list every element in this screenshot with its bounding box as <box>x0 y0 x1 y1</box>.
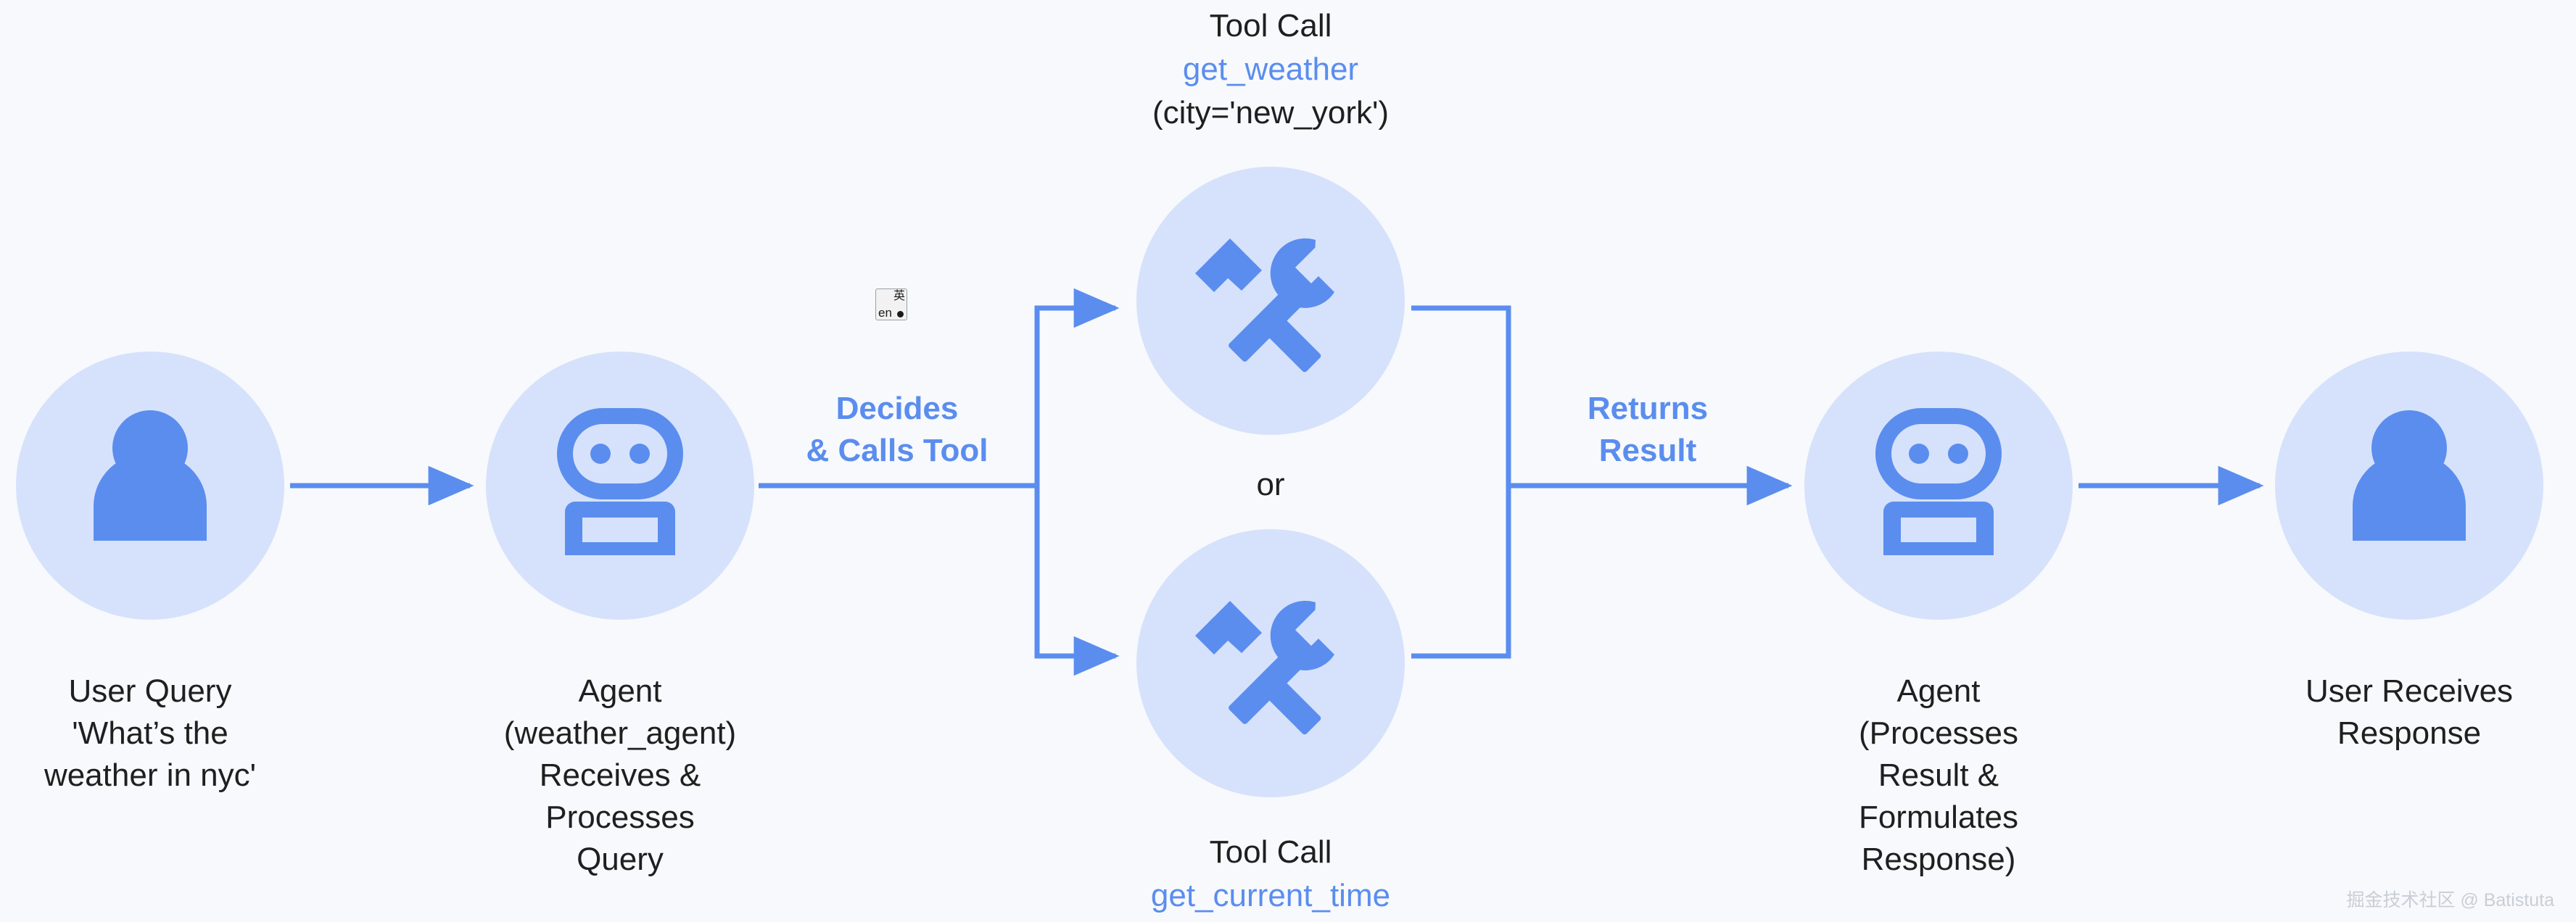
edge-label-returns: Returns <box>1588 391 1708 426</box>
label-agent-in-line-1: Agent <box>579 673 662 709</box>
tool-top-arguments: (city='new_york') <box>1152 95 1389 130</box>
node-circle-tool-top <box>1136 167 1405 435</box>
label-user-response-line-1: User Receives <box>2305 673 2513 709</box>
label-user-response-line-2: Response <box>2337 715 2481 751</box>
watermark: 掘金技术社区 @ Batistuta <box>2346 890 2554 910</box>
label-agent-in-line-3: Receives & <box>540 757 701 793</box>
connector-branch-to-tool-bottom <box>1034 486 1120 676</box>
edge-label-decides: Decides <box>836 391 959 426</box>
branch-separator-label: or <box>1256 467 1284 502</box>
label-agent-in-line-2: (weather_agent) <box>504 715 736 751</box>
edge-label-result: Result <box>1599 433 1697 468</box>
tool-bottom-function-name: get_current_time <box>1151 878 1390 913</box>
label-user-query-line-2: 'What’s the <box>72 715 228 751</box>
ime-badge-dot-icon <box>897 311 904 317</box>
label-agent-out-line-5: Response) <box>1862 842 2016 877</box>
ime-language-badge-icon[interactable]: 英 en <box>875 288 907 320</box>
ime-badge-latin-label: en <box>878 306 892 320</box>
connector-branch-to-tool-top <box>1034 288 1120 486</box>
label-user-query-line-3: weather in nyc' <box>44 757 256 793</box>
tool-top-function-name: get_weather <box>1183 51 1358 87</box>
label-agent-out-line-1: Agent <box>1897 673 1981 709</box>
tool-top-title: Tool Call <box>1210 8 1332 43</box>
connector-tool-bottom-to-merge <box>1411 486 1511 659</box>
label-user-query-line-1: User Query <box>69 673 232 709</box>
label-agent-out-line-2: (Processes <box>1859 715 2018 751</box>
label-agent-in-line-4: Processes <box>545 800 694 835</box>
edge-label-calls-tool: & Calls Tool <box>806 433 988 468</box>
label-agent-out-line-3: Result & <box>1878 757 1999 793</box>
node-circle-tool-bottom <box>1136 529 1405 797</box>
ime-badge-cjk-label: 英 <box>893 288 905 302</box>
label-agent-in-line-5: Query <box>577 842 664 877</box>
label-agent-out-line-4: Formulates <box>1859 800 2018 835</box>
connector-tool-top-to-merge <box>1411 305 1511 486</box>
tool-bottom-title: Tool Call <box>1210 834 1332 870</box>
